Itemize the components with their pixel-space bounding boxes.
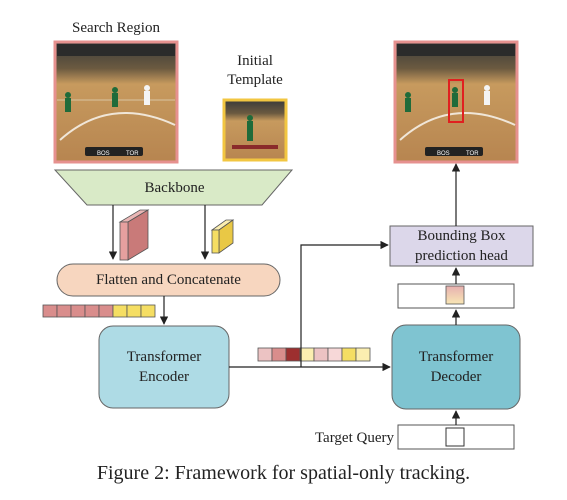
search-region-image (53, 40, 179, 164)
transformer-decoder-label: Transformer Decoder (418, 349, 494, 385)
scoreboard-team-right: TOR (126, 151, 139, 157)
decoder-output-token (445, 285, 465, 305)
output-scoreboard-team-right: TOR (466, 151, 479, 157)
template-feature-map (210, 219, 235, 254)
output-scoreboard-team-left: BOS (437, 151, 450, 157)
transformer-encoder-label: Transformer Encoder (126, 349, 202, 385)
output-image (393, 40, 519, 164)
flatten-concatenate-block (56, 263, 281, 297)
arrow-encoder-to-bbox-head (300, 240, 389, 367)
backbone-label: Backbone (144, 180, 205, 196)
figure-caption: Figure 2: Framework for spatial-only tra… (96, 462, 471, 484)
search-feature-map (118, 209, 150, 261)
initial-template-label: Initial Template (227, 53, 283, 88)
encoder-output-token-strip (257, 347, 371, 362)
backbone-block (53, 169, 294, 206)
output-scoreboard: BOS TOR (437, 151, 479, 157)
search-region-label: Search Region (72, 20, 160, 36)
search-region-scoreboard: BOS TOR (97, 151, 139, 157)
concatenated-token-strip (42, 304, 156, 318)
target-query-token (445, 427, 465, 447)
target-query-label: Target Query (314, 430, 394, 446)
bbox-head-block (389, 225, 534, 267)
predicted-bounding-box (448, 79, 464, 123)
initial-template-image (222, 98, 288, 162)
bbox-head-label: Bounding Box prediction head (415, 228, 508, 264)
flatten-concatenate-label: Flatten and Concatenate (96, 272, 241, 288)
scoreboard-team-left: BOS (97, 151, 110, 157)
